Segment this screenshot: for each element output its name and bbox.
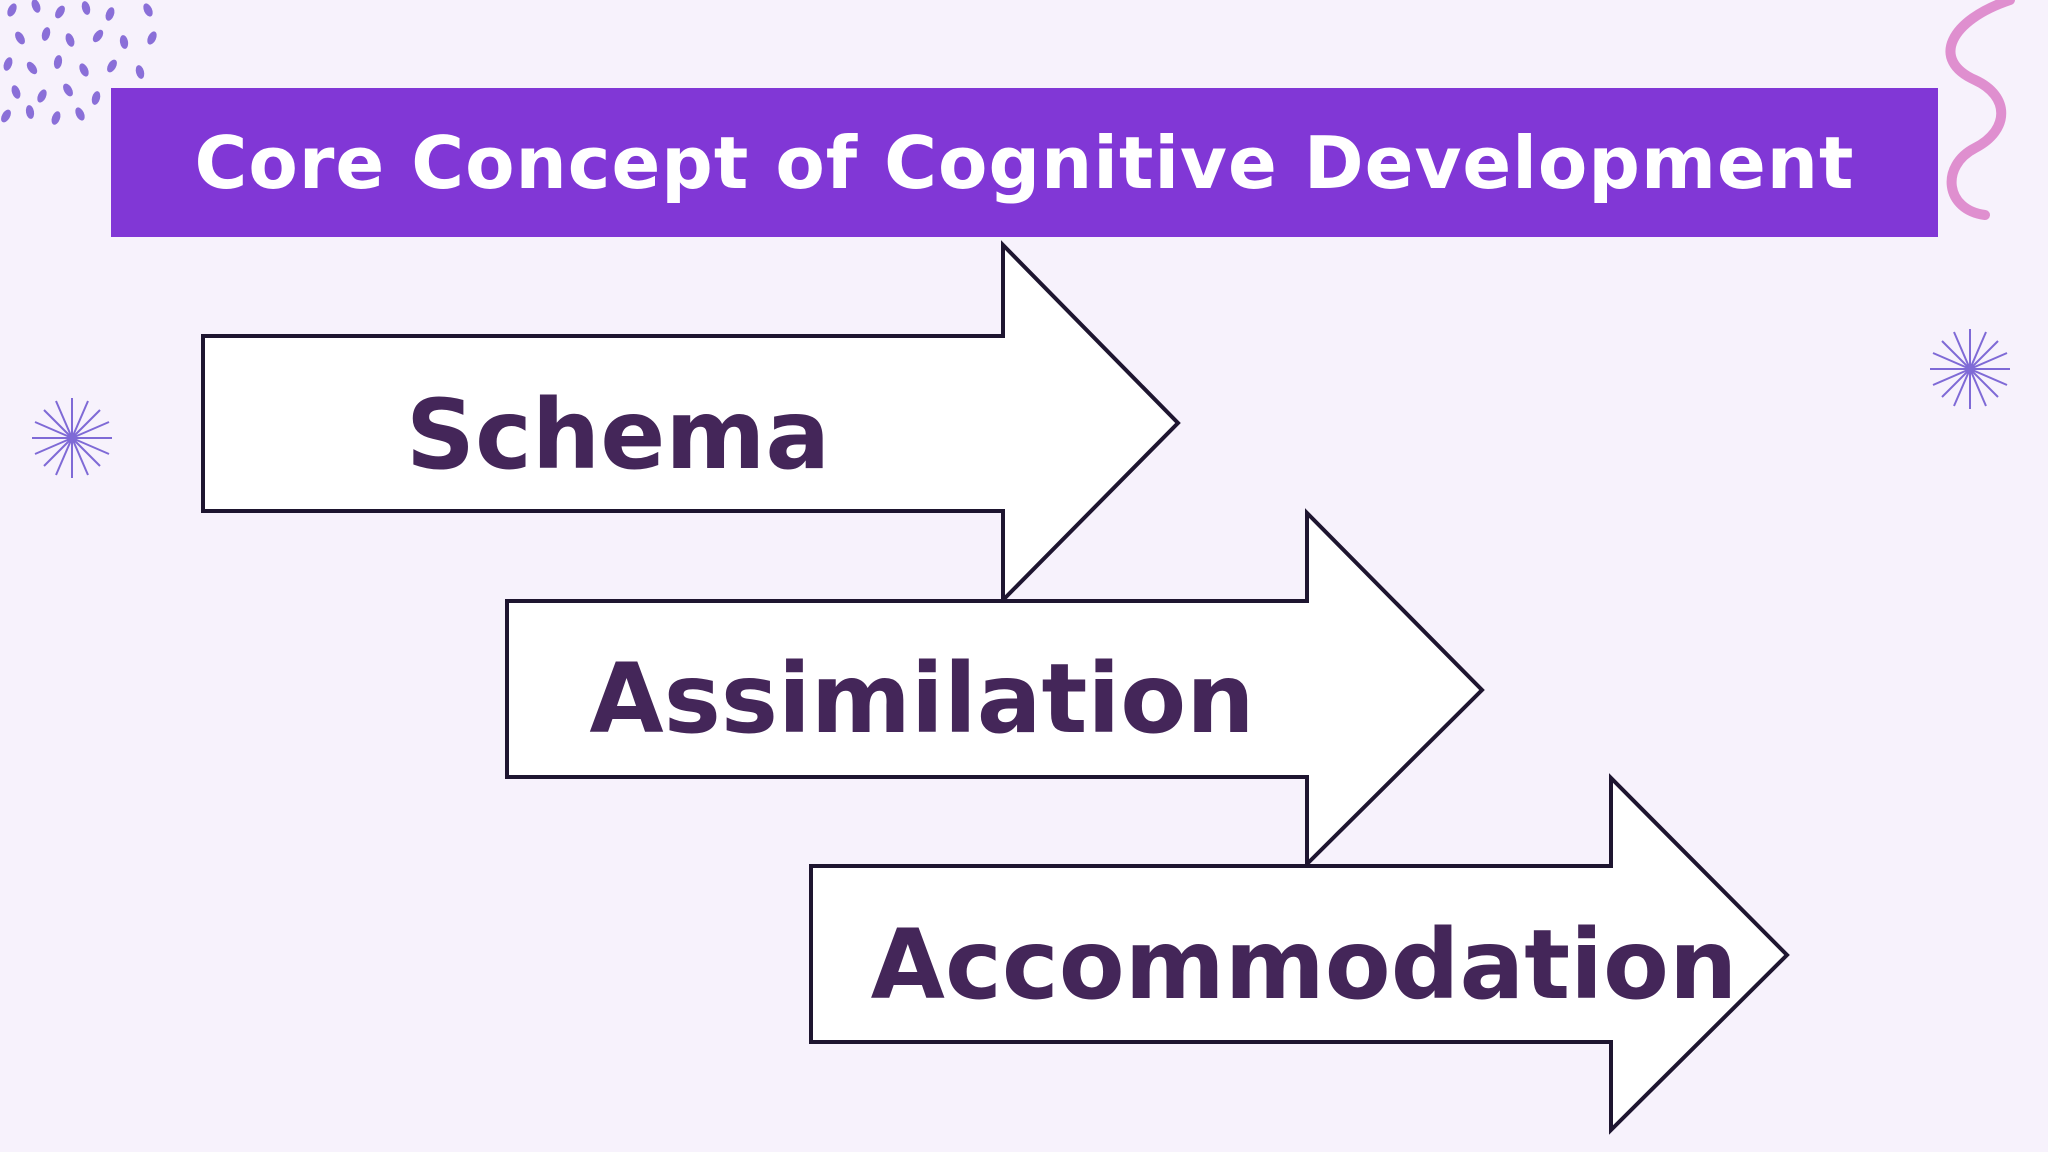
page-title: Core Concept of Cognitive Development — [194, 120, 1855, 205]
starburst-icon — [1930, 329, 2010, 409]
title-banner: Core Concept of Cognitive Development — [111, 88, 1938, 237]
squiggle-line — [1945, 0, 2015, 220]
arrow-step-assimilation: Assimilation — [505, 508, 1485, 869]
arrow-step-accommodation: Accommodation — [809, 773, 1790, 1135]
step-label-assimilation: Assimilation — [589, 643, 1254, 755]
arrow-step-schema: Schema — [201, 240, 1181, 605]
step-label-schema: Schema — [406, 379, 830, 491]
dot-pattern — [1, 0, 157, 125]
step-label-accommodation: Accommodation — [871, 909, 1738, 1021]
starburst-icon — [32, 398, 112, 478]
